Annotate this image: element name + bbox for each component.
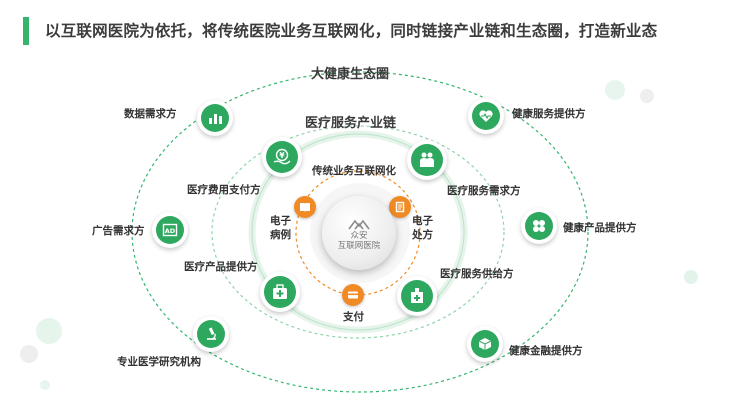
heart-rate-icon — [479, 110, 493, 122]
e-prescription-label-line1: 电子 — [412, 215, 433, 227]
svg-text:¥: ¥ — [279, 151, 285, 160]
inner-solid-ring — [251, 133, 465, 331]
deco-bubble — [40, 380, 50, 390]
ad-demand-node[interactable]: AD — [152, 212, 188, 248]
middle-ring-title: 医疗服务产业链 — [305, 116, 397, 131]
deco-bubble — [605, 80, 625, 100]
medical-kit-icon — [273, 284, 287, 299]
payment-label: 支付 — [343, 311, 364, 323]
health-finance-node[interactable] — [467, 326, 503, 362]
health-finance-label: 健康金融提供方 — [509, 345, 583, 357]
deco-bubble — [640, 89, 654, 103]
payment-node[interactable] — [342, 284, 364, 306]
outer-ring — [131, 71, 589, 393]
research-node[interactable] — [193, 316, 229, 352]
e-prescription-label-line2: 处方 — [412, 229, 433, 241]
ad-demand-label: 广告需求方 — [92, 225, 145, 237]
center-subtitle: 互联网医院 — [337, 241, 381, 251]
medical-product-node[interactable] — [260, 272, 300, 312]
book-icon — [300, 203, 310, 212]
box-icon — [478, 338, 492, 350]
page-title: 以互联网医院为依托，将传统医院业务互联网化，同时链接产业链和生态圈，打造新业态 — [45, 22, 658, 40]
data-demand-label: 数据需求方 — [124, 108, 177, 120]
traditional-business-node[interactable]: ¥ — [262, 137, 302, 177]
medical-supply-node[interactable] — [397, 276, 437, 316]
research-label: 专业医学研究机构 — [117, 356, 201, 368]
pills-icon — [533, 220, 545, 232]
deco-bubble — [684, 270, 698, 284]
center-hub[interactable]: 众安 互联网医院 — [322, 196, 396, 270]
medical-supply-label: 医疗服务供给方 — [440, 268, 514, 280]
microscope-icon — [207, 327, 216, 340]
e-record-label-line2: 病例 — [270, 229, 291, 241]
outer-ring-title: 大健康生态圈 — [311, 67, 390, 82]
yuan-hand-icon: ¥ — [273, 148, 291, 165]
center-brand: 众安 — [350, 231, 368, 241]
e-record-label-line1: 电子 — [270, 215, 291, 227]
health-service-label: 健康服务提供方 — [512, 108, 586, 120]
e-record-node[interactable] — [294, 196, 316, 218]
medical-payer-label: 医疗费用支付方 — [187, 184, 261, 196]
doctors-icon — [420, 152, 434, 167]
health-product-label: 健康产品提供方 — [563, 222, 637, 234]
bar-chart-icon — [209, 114, 222, 124]
deco-bubble — [20, 345, 38, 363]
deco-bubble — [36, 318, 62, 344]
zhongan-logo-icon — [348, 219, 370, 230]
medical-demand-node[interactable] — [407, 140, 447, 180]
card-icon — [348, 291, 358, 299]
traditional-business-label: 传统业务互联网化 — [312, 165, 396, 177]
hospital-icon — [411, 288, 423, 303]
svg-text:AD: AD — [165, 227, 176, 235]
health-product-node[interactable] — [521, 208, 557, 244]
medical-demand-label: 医疗服务需求方 — [447, 185, 521, 197]
medical-product-label: 医疗产品提供方 — [184, 261, 258, 273]
prescription-icon — [395, 201, 405, 213]
health-service-node[interactable] — [468, 98, 504, 134]
e-prescription-node[interactable] — [389, 196, 411, 218]
middle-ring — [211, 125, 505, 339]
title-accent-bar — [23, 17, 29, 45]
data-demand-node[interactable] — [197, 100, 233, 136]
ad-icon: AD — [162, 223, 178, 237]
